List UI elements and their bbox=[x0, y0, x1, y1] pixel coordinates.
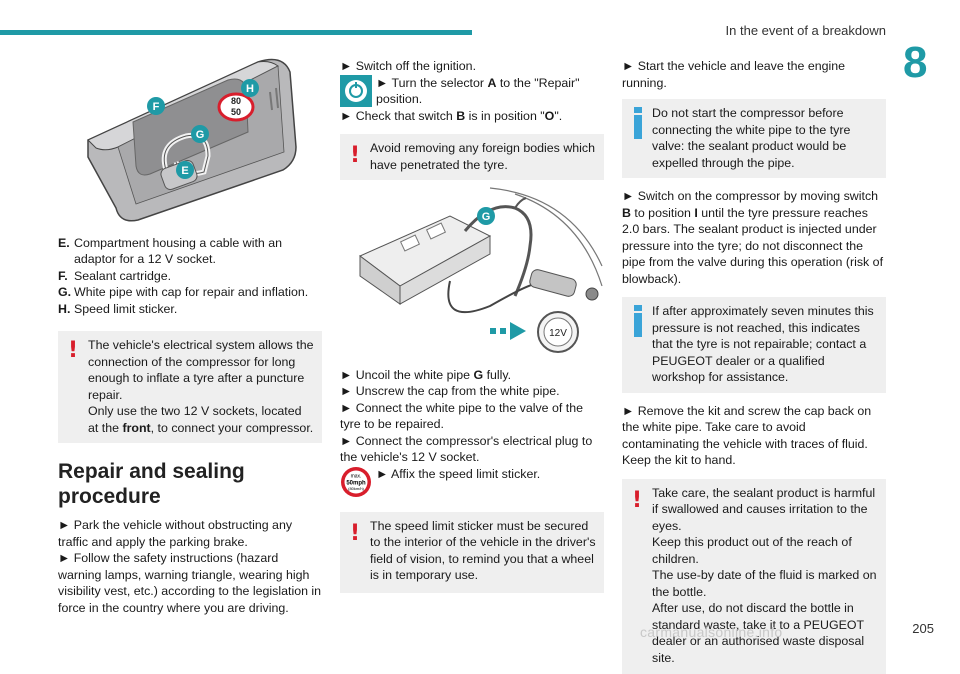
step-text: ► Check that switch B is in position "O"… bbox=[340, 108, 604, 125]
note-text: The vehicle's electrical system allows t… bbox=[88, 337, 314, 403]
note-text: If after approximately seven minutes thi… bbox=[652, 303, 878, 386]
step-with-icon: max. 50mph (80km/h) ► Affix the speed li… bbox=[340, 466, 604, 498]
step-text: ► Remove the kit and screw the cap back … bbox=[622, 403, 886, 469]
step-text: ► Connect the white pipe to the valve of… bbox=[340, 400, 604, 433]
legend-item: H. Speed limit sticker. bbox=[58, 301, 322, 318]
warning-exclamation-icon: ! bbox=[68, 340, 78, 362]
step-text: ► Switch on the compressor by moving swi… bbox=[622, 188, 886, 287]
page-number: 205 bbox=[912, 621, 934, 636]
callout-f: F bbox=[153, 101, 160, 113]
section-heading: Repair and sealing procedure bbox=[58, 459, 322, 509]
warning-note-foreign-bodies: ! Avoid removing any foreign bodies whic… bbox=[340, 134, 604, 180]
warning-note-speed-sticker: ! The speed limit sticker must be secure… bbox=[340, 512, 604, 593]
warning-exclamation-icon: ! bbox=[632, 490, 642, 512]
legend-key: E. bbox=[58, 235, 74, 268]
warning-exclamation-icon: ! bbox=[350, 523, 360, 545]
speed-sticker-icon: max. 50mph (80km/h) bbox=[340, 466, 372, 498]
steps-list: ► Uncoil the white pipe G fully. ► Unscr… bbox=[340, 367, 604, 498]
note-text: Do not start the compressor before conne… bbox=[652, 105, 878, 171]
column-left: 80 50 H F G E E. Compartment housing a c… bbox=[58, 52, 322, 616]
legend-text: Speed limit sticker. bbox=[74, 301, 177, 318]
info-icon bbox=[631, 305, 645, 339]
step-text: ► Follow the safety instructions (hazard… bbox=[58, 550, 322, 616]
column-right: ► Start the vehicle and leave the engine… bbox=[622, 58, 886, 674]
callout-e: E bbox=[181, 165, 188, 177]
legend-list: E. Compartment housing a cable with an a… bbox=[58, 235, 322, 318]
legend-key: F. bbox=[58, 268, 74, 285]
section-title: In the event of a breakdown bbox=[726, 23, 886, 38]
warning-exclamation-icon: ! bbox=[350, 145, 360, 167]
warning-note-electrical: ! The vehicle's electrical system allows… bbox=[58, 331, 322, 443]
info-note-pressure: If after approximately seven minutes thi… bbox=[622, 297, 886, 393]
step-text: ► Park the vehicle without obstructing a… bbox=[58, 517, 322, 550]
compressor-connection-illustration: G 12V bbox=[340, 186, 604, 356]
callout-h: H bbox=[246, 83, 254, 95]
note-text: The speed limit sticker must be secured … bbox=[370, 518, 596, 584]
selector-dial-icon bbox=[340, 75, 372, 107]
step-text: ► Uncoil the white pipe G fully. bbox=[340, 367, 604, 384]
step-text: ► Connect the compressor's electrical pl… bbox=[340, 433, 604, 466]
step-text: ► Start the vehicle and leave the engine… bbox=[622, 58, 886, 91]
svg-text:max.: max. bbox=[351, 473, 362, 479]
legend-item: E. Compartment housing a cable with an a… bbox=[58, 235, 322, 268]
note-text: Avoid removing any foreign bodies which … bbox=[370, 140, 596, 173]
note-text: Only use the two 12 V sockets, located a… bbox=[88, 403, 314, 436]
info-icon bbox=[631, 107, 645, 141]
note-text: Keep this product out of the reach of ch… bbox=[652, 534, 878, 567]
legend-text: Compartment housing a cable with an adap… bbox=[74, 235, 322, 268]
info-note-compressor: Do not start the compressor before conne… bbox=[622, 99, 886, 178]
header-accent-bar bbox=[0, 30, 472, 35]
legend-key: G. bbox=[58, 284, 74, 301]
svg-text:(80km/h): (80km/h) bbox=[348, 486, 364, 491]
legend-item: G. White pipe with cap for repair and in… bbox=[58, 284, 322, 301]
sticker-speed-80: 80 bbox=[231, 96, 241, 106]
legend-text: White pipe with cap for repair and infla… bbox=[74, 284, 308, 301]
legend-text: Sealant cartridge. bbox=[74, 268, 171, 285]
repair-kit-illustration: 80 50 H F G E bbox=[58, 52, 322, 224]
socket-12v-label: 12V bbox=[549, 328, 567, 339]
note-text: The use-by date of the fluid is marked o… bbox=[652, 567, 878, 600]
step-text: ► Affix the speed limit sticker. bbox=[376, 466, 540, 483]
step-text: ► Switch off the ignition. bbox=[340, 58, 604, 75]
sticker-speed-50: 50 bbox=[231, 107, 241, 117]
legend-key: H. bbox=[58, 301, 74, 318]
step-text: ► Turn the selector A to the "Repair" po… bbox=[376, 75, 604, 108]
watermark: carmanualsonline.info bbox=[640, 624, 783, 640]
warning-note-sealant: ! Take care, the sealant product is harm… bbox=[622, 479, 886, 674]
note-text: Take care, the sealant product is harmfu… bbox=[652, 485, 878, 535]
step-with-icon: ► Turn the selector A to the "Repair" po… bbox=[340, 75, 604, 108]
chapter-number: 8 bbox=[903, 41, 927, 85]
legend-item: F. Sealant cartridge. bbox=[58, 268, 322, 285]
callout-g: G bbox=[482, 211, 491, 223]
callout-g: G bbox=[196, 129, 205, 141]
column-middle: ► Switch off the ignition. ► Turn the se… bbox=[340, 58, 604, 593]
steps-list: ► Park the vehicle without obstructing a… bbox=[58, 517, 322, 616]
step-text: ► Unscrew the cap from the white pipe. bbox=[340, 383, 604, 400]
